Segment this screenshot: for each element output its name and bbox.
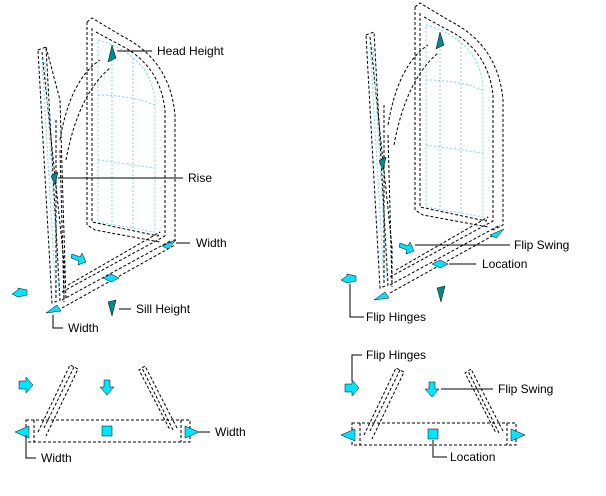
- right-location-grip[interactable]: [431, 259, 449, 269]
- left-iso-sash: [37, 46, 67, 304]
- width-left-grip[interactable]: [45, 304, 62, 314]
- left-iso-frame: [59, 17, 176, 246]
- left-plan-leaders: [25, 431, 210, 459]
- rplan-location-grip[interactable]: [427, 428, 439, 440]
- flip-hinges-label: Flip Hinges: [366, 310, 427, 324]
- location-label: Location: [482, 257, 528, 271]
- right-flip-hinges-grip[interactable]: [340, 273, 357, 284]
- rplan-location-label: Location: [450, 450, 496, 464]
- rplan-flip-hinges-grip[interactable]: [344, 379, 360, 397]
- plan-flip-swing-grip[interactable]: [99, 379, 115, 396]
- location-grip[interactable]: [102, 273, 120, 283]
- head-height-label: Head Height: [157, 44, 224, 58]
- rplan-flip-swing-grip[interactable]: [424, 381, 440, 398]
- rplan-width-right-grip[interactable]: [510, 428, 526, 442]
- left-plan-grips: [14, 376, 200, 439]
- width-bottom-label: Width: [68, 321, 99, 335]
- width-right-label: Width: [196, 236, 227, 250]
- right-plan-leaders: [351, 354, 493, 458]
- plan-flip-hinges-grip[interactable]: [18, 376, 34, 394]
- right-flip-swing-grip[interactable]: [398, 241, 415, 255]
- flip-swing-label: Flip Swing: [514, 238, 570, 252]
- right-rise-grip[interactable]: [378, 156, 387, 171]
- right-iso-window: [365, 2, 504, 294]
- plan-width-right-label: Width: [215, 425, 246, 439]
- right-width-grip[interactable]: [489, 228, 505, 239]
- sill-height-label: Sill Height: [136, 302, 191, 316]
- plan-width-left-label: Width: [41, 451, 72, 465]
- rise-label: Rise: [188, 171, 213, 185]
- rplan-flip-hinges-label: Flip Hinges: [366, 348, 427, 362]
- right-plan-grips: [340, 379, 526, 442]
- left-iso-sill: [61, 231, 176, 309]
- left-iso-grips: [11, 44, 177, 317]
- head-height-grip[interactable]: [107, 44, 117, 63]
- plan-location-grip[interactable]: [101, 425, 113, 437]
- plan-width-left-grip[interactable]: [14, 425, 30, 439]
- sill-height-grip[interactable]: [107, 299, 117, 317]
- plan-width-right-grip[interactable]: [184, 425, 200, 439]
- right-sill-height-grip[interactable]: [436, 285, 446, 303]
- right-iso-frame: [387, 2, 504, 231]
- right-iso-sash: [365, 31, 393, 289]
- rplan-flip-swing-label: Flip Swing: [498, 382, 554, 396]
- flip-swing-grip[interactable]: [70, 252, 87, 266]
- rplan-width-left-grip[interactable]: [340, 428, 356, 442]
- right-iso-sill: [389, 216, 504, 294]
- rise-grip[interactable]: [50, 171, 59, 186]
- right-iso-leaders: [349, 244, 510, 318]
- right-width-left-grip[interactable]: [373, 291, 390, 301]
- flip-hinges-grip[interactable]: [11, 287, 28, 298]
- width-right-grip[interactable]: [161, 239, 177, 250]
- right-head-height-grip[interactable]: [435, 31, 445, 50]
- right-iso-grips: [340, 31, 505, 303]
- left-iso-window: [37, 17, 176, 309]
- left-iso-leaders: [52, 50, 190, 329]
